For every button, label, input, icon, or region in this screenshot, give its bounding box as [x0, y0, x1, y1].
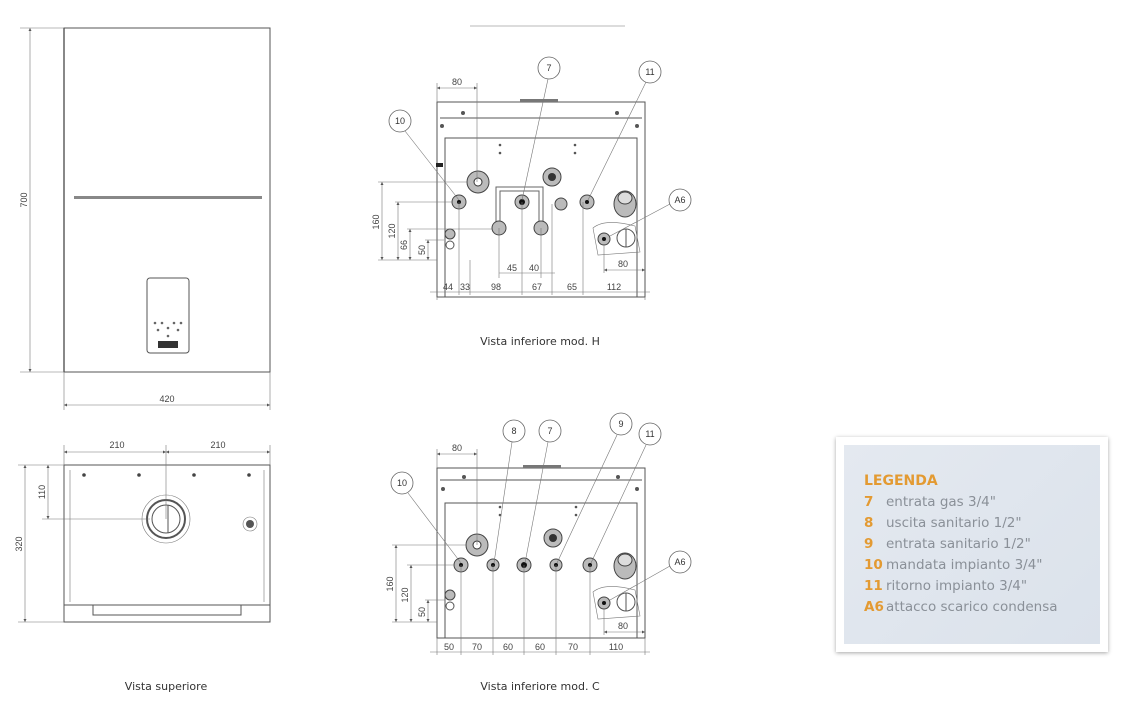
- dim-h-bottom: 67: [532, 282, 542, 292]
- dim-right: 210: [210, 440, 225, 450]
- dim-h-bottom: 98: [491, 282, 501, 292]
- legend-code: 10: [864, 557, 883, 573]
- bottom-view-h: 10 7 11 A6 80 160 120 66 50 44 33 98 67 …: [371, 25, 692, 348]
- dim-left: 210: [109, 440, 124, 450]
- dim-c-bottom: 70: [568, 642, 578, 652]
- callout-h-7: 7: [521, 56, 561, 201]
- legend-text: entrata sanitario 1/2": [886, 536, 1031, 552]
- legend-text: mandata impianto 3/4": [886, 557, 1043, 573]
- dim-h-mid: 40: [529, 263, 539, 273]
- dim-flue: 110: [37, 485, 47, 499]
- svg-text:11: 11: [645, 67, 654, 77]
- dim-h-v: 50: [417, 245, 427, 255]
- svg-text:7: 7: [546, 63, 551, 73]
- svg-text:8: 8: [511, 426, 516, 436]
- dim-h-condensate: 80: [618, 259, 628, 269]
- dim-c-bottom: 70: [472, 642, 482, 652]
- dim-c-v: 160: [385, 576, 395, 591]
- dim-c-top: 80: [452, 443, 462, 453]
- dim-depth: 320: [14, 536, 24, 551]
- callout-c-8: 8: [493, 419, 526, 564]
- svg-text:9: 9: [618, 419, 623, 429]
- brand-logo: [158, 341, 178, 348]
- dim-c-condensate: 80: [618, 621, 628, 631]
- callout-h-a6: A6: [609, 188, 692, 237]
- front-view: 700 420: [19, 27, 271, 410]
- dim-h-mid: 45: [507, 263, 517, 273]
- dim-h-v: 160: [371, 214, 381, 229]
- callout-c-7: 7: [524, 419, 562, 564]
- legend-code: A6: [864, 599, 884, 615]
- svg-text:10: 10: [395, 116, 405, 126]
- svg-text:11: 11: [645, 429, 654, 439]
- svg-text:10: 10: [397, 478, 407, 488]
- top-view: 210 210 320 110 Vista superiore: [14, 440, 271, 693]
- dim-c-bottom: 60: [503, 642, 513, 652]
- legend-box: LEGENDA 7 entrata gas 3/4" 8 uscita sanita…: [836, 437, 1108, 652]
- callout-h-10: 10: [388, 109, 460, 201]
- legend-item: 8 uscita sanitario 1/2": [864, 515, 1022, 531]
- callout-c-9: 9: [556, 412, 633, 564]
- callout-c-a6: A6: [609, 550, 692, 601]
- dim-h-bottom: 65: [567, 282, 577, 292]
- dim-c-v: 50: [417, 607, 427, 617]
- dim-h-bottom: 112: [607, 282, 621, 292]
- dim-c-bottom: 50: [444, 642, 454, 652]
- legend-title: LEGENDA: [864, 473, 938, 489]
- legend-code: 7: [864, 494, 874, 510]
- dim-h-top: 80: [452, 77, 462, 87]
- dim-c-v: 120: [400, 587, 410, 602]
- svg-text:7: 7: [547, 426, 552, 436]
- caption-mod-c: Vista inferiore mod. C: [480, 680, 600, 693]
- dim-c-bottom: 60: [535, 642, 545, 652]
- legend-text: entrata gas 3/4": [886, 494, 996, 510]
- callout-h-11: 11: [587, 60, 662, 201]
- dim-h-v: 120: [387, 223, 397, 238]
- dim-height: 700: [19, 192, 29, 207]
- legend-panel: [844, 445, 1100, 644]
- callout-c-11: 11: [590, 422, 662, 564]
- caption-top-view: Vista superiore: [125, 680, 208, 693]
- legend-text: uscita sanitario 1/2": [886, 515, 1022, 531]
- legend-item: 7 entrata gas 3/4": [864, 494, 996, 510]
- svg-text:A6: A6: [674, 557, 685, 567]
- legend-text: attacco scarico condensa: [886, 599, 1058, 615]
- legend-code: 11: [864, 578, 883, 594]
- dim-h-v: 66: [399, 240, 409, 250]
- bottom-view-c: 10 8 7 9 11 A6 80 160 120 50 50 70 60 60…: [385, 412, 692, 693]
- dim-c-bottom: 110: [609, 642, 623, 652]
- dim-h-bottom: 33: [460, 282, 470, 292]
- caption-mod-h: Vista inferiore mod. H: [480, 335, 600, 348]
- legend-code: 9: [864, 536, 874, 552]
- callout-c-10: 10: [390, 471, 462, 564]
- dim-width: 420: [159, 394, 174, 404]
- legend-code: 8: [864, 515, 874, 531]
- svg-text:A6: A6: [674, 195, 685, 205]
- control-panel: [146, 277, 190, 354]
- legend-text: ritorno impianto 3/4": [886, 578, 1028, 594]
- legend-item: 9 entrata sanitario 1/2": [864, 536, 1031, 552]
- dim-h-bottom: 44: [443, 282, 453, 292]
